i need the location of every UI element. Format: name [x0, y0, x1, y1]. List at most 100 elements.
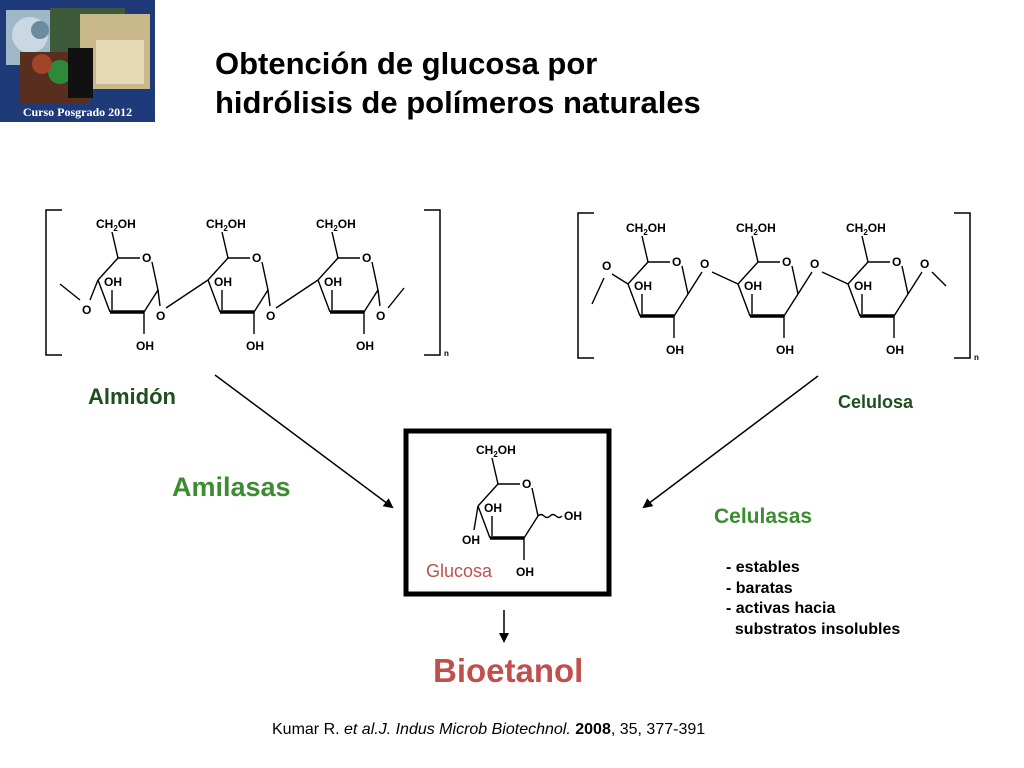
- ring-bond: [143, 289, 159, 313]
- label-celulosa: Celulosa: [838, 392, 914, 412]
- ch2oh-label: CH2OH: [206, 217, 246, 233]
- chain-end-bond: [387, 287, 405, 309]
- chain-end-bond: [591, 277, 605, 305]
- arrow-starch-to-glucose: [214, 374, 394, 509]
- citation-journal: et al.J. Indus Microb Biotechnol.: [344, 721, 571, 738]
- ring-bond: [97, 257, 119, 281]
- hydroxyl: OH: [744, 279, 762, 293]
- glycosidic-oxygen: O: [602, 259, 611, 273]
- glycosidic-bond: [611, 273, 629, 285]
- ring-bond: [673, 293, 689, 317]
- glycosidic-bond: [275, 279, 319, 309]
- label-bioetanol: Bioetanol: [433, 652, 584, 689]
- hydroxyl: OH: [136, 339, 154, 353]
- ring-bond: [783, 293, 799, 317]
- ch2oh-bond: [221, 231, 229, 259]
- course-logo: Curso Posgrado 2012: [0, 0, 155, 122]
- hydroxyl: OH: [246, 339, 264, 353]
- glycosidic-oxygen: O: [82, 303, 91, 317]
- ring-bond: [847, 283, 861, 317]
- label-celulasas: Celulasas: [714, 505, 813, 528]
- ring-bond: [627, 261, 649, 285]
- ring-bond: [477, 483, 499, 507]
- glycosidic-bond: [89, 279, 99, 301]
- ring-bond: [371, 261, 379, 291]
- ring-oxygen: O: [782, 255, 791, 269]
- oh-bond: [473, 505, 479, 531]
- ring-bond: [523, 515, 539, 539]
- hydroxyl: OH: [886, 343, 904, 357]
- starch-polymer: [45, 209, 441, 356]
- ring-bond: [847, 261, 869, 285]
- ring-bond: [207, 257, 229, 281]
- glycosidic-bond: [157, 289, 161, 307]
- ring-bond: [791, 265, 799, 295]
- ch2oh-bond: [111, 231, 119, 259]
- hydroxyl: OH: [356, 339, 374, 353]
- ch2oh-bond: [861, 235, 869, 263]
- ch2oh-bond: [491, 457, 499, 485]
- ring-bond: [901, 265, 909, 295]
- chain-end-bond: [59, 283, 81, 301]
- glucose-box: [403, 428, 612, 597]
- ch2oh-bond: [641, 235, 649, 263]
- glycosidic-bond: [687, 271, 703, 295]
- glycosidic-oxygen: O: [920, 257, 929, 271]
- hydroxyl: OH: [462, 533, 480, 547]
- glycosidic-bond: [797, 271, 813, 295]
- ch2oh-label: CH2OH: [846, 221, 886, 237]
- sugar-ring: O CH2OH OH OH: [476, 443, 539, 579]
- ch2oh-bond: [751, 235, 759, 263]
- label-almidon: Almidón: [88, 384, 176, 409]
- glycosidic-bond: [165, 279, 209, 309]
- ring-oxygen: O: [522, 477, 531, 491]
- ring-bond: [893, 293, 909, 317]
- ring-bond: [737, 261, 759, 285]
- ring-bond: [363, 289, 379, 313]
- hydroxyl: OH: [776, 343, 794, 357]
- ch2oh-bond: [331, 231, 339, 259]
- glycosidic-bond: [267, 289, 271, 307]
- ch2oh-label: CH2OH: [316, 217, 356, 233]
- logo-collage-image: [0, 0, 155, 122]
- glycosidic-oxygen: O: [376, 309, 385, 323]
- ring-oxygen: O: [252, 251, 261, 265]
- hydroxyl: OH: [324, 275, 342, 289]
- glycosidic-bond: [907, 271, 923, 295]
- ring-oxygen: O: [672, 255, 681, 269]
- property-item: - activas hacia: [726, 600, 836, 617]
- hydroxyl: OH: [214, 275, 232, 289]
- ring-oxygen: O: [142, 251, 151, 265]
- ring-bond: [737, 283, 751, 317]
- ring-bond: [261, 261, 269, 291]
- hydroxyl: OH: [516, 565, 534, 579]
- cellulase-properties: - estables - baratas - activas hacia sub…: [726, 558, 900, 640]
- arrow-cellulose-to-glucose: [642, 375, 819, 509]
- ch2oh-label: CH2OH: [626, 221, 666, 237]
- glycosidic-bond: [711, 271, 739, 285]
- glucose-structure: O CH2OH OH OH OH OH: [462, 443, 582, 579]
- hydroxyl: OH: [484, 501, 502, 515]
- glycosidic-oxygen: O: [156, 309, 165, 323]
- citation: Kumar R. et al.J. Indus Microb Biotechno…: [272, 721, 705, 739]
- ch2oh-label: CH2OH: [736, 221, 776, 237]
- cellulose-repeat-n: n: [974, 353, 979, 362]
- ring-bond: [207, 279, 221, 313]
- title-line-1: Obtención de glucosa por: [215, 46, 598, 81]
- ring-bond: [627, 283, 641, 317]
- ring-bond: [151, 261, 159, 291]
- ring-bond: [681, 265, 689, 295]
- cellulose-polymer: [577, 212, 971, 359]
- anomeric-hydroxyl: OH: [564, 509, 582, 523]
- starch-repeat-n: n: [444, 349, 449, 358]
- hydroxyl: OH: [104, 275, 122, 289]
- ch2oh-label: CH2OH: [476, 443, 516, 459]
- label-glucosa: Glucosa: [426, 561, 493, 581]
- ring-bond: [531, 487, 539, 517]
